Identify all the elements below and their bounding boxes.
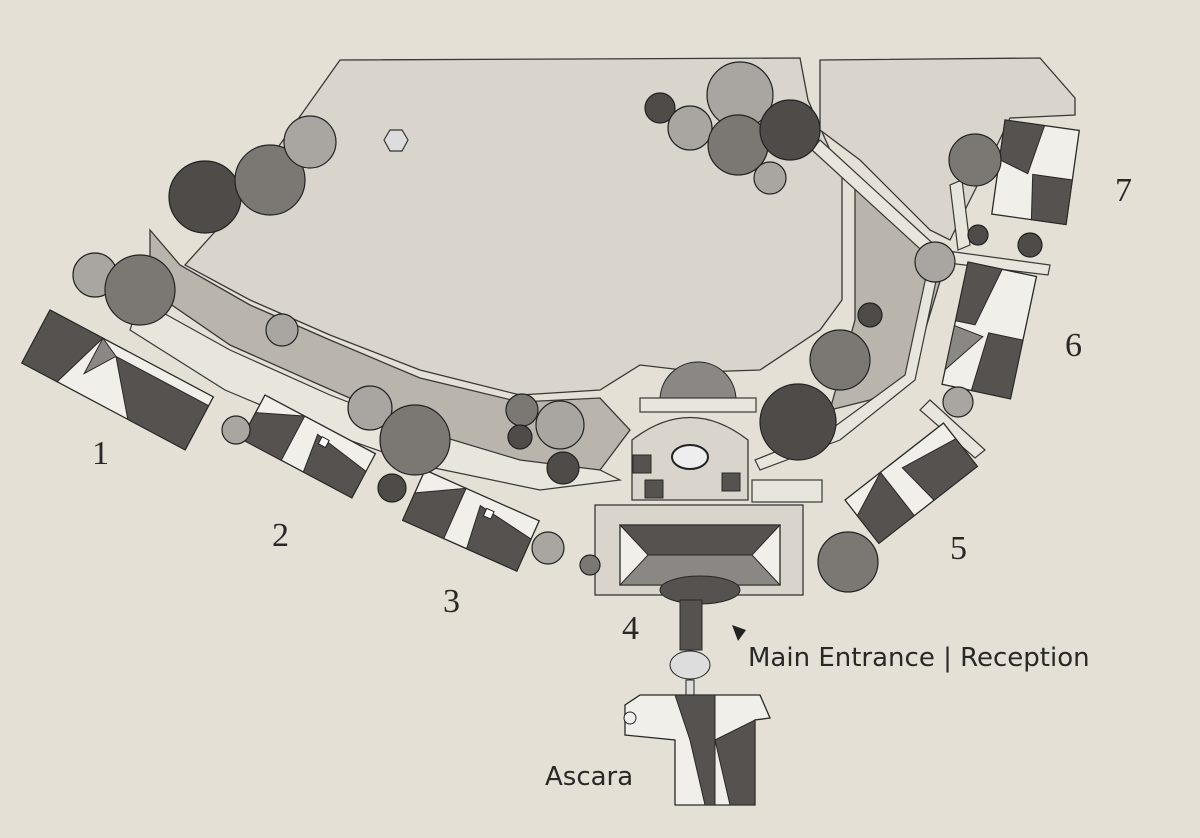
roof <box>618 524 782 556</box>
kiosk <box>632 454 652 474</box>
pavilion <box>659 361 737 401</box>
ascara-feature <box>623 711 637 725</box>
fountain <box>671 444 709 470</box>
roundabout <box>669 650 711 680</box>
gazebo-icon <box>383 129 409 152</box>
villa-3 <box>401 469 541 572</box>
main-entrance-label: Main Entrance | Reception <box>748 643 1090 673</box>
building-number-3: 3 <box>443 583 460 620</box>
building-number-5: 5 <box>950 530 967 567</box>
building-number-1: 1 <box>92 435 109 472</box>
ascara-label: Ascara <box>545 762 634 792</box>
triangle-pointer-icon <box>732 625 746 641</box>
kiosk <box>721 472 741 492</box>
roof <box>674 694 716 806</box>
trees <box>72 61 1043 593</box>
path <box>685 679 695 696</box>
villa-7 <box>991 119 1081 226</box>
footpath <box>949 179 971 251</box>
building-number-2: 2 <box>272 517 289 554</box>
pavilion-base <box>639 397 757 413</box>
villa-5 <box>844 422 979 545</box>
building-number-4: 4 <box>622 610 639 647</box>
kiosk <box>644 479 664 499</box>
building-number-7: 7 <box>1115 172 1132 209</box>
footpath <box>919 399 986 459</box>
pool <box>751 479 823 503</box>
villa-6 <box>941 261 1038 400</box>
villa-2 <box>240 394 377 499</box>
villa-1 <box>20 309 215 451</box>
entrance-walkway <box>679 599 703 651</box>
roof <box>714 719 756 806</box>
building-number-6: 6 <box>1065 327 1082 364</box>
